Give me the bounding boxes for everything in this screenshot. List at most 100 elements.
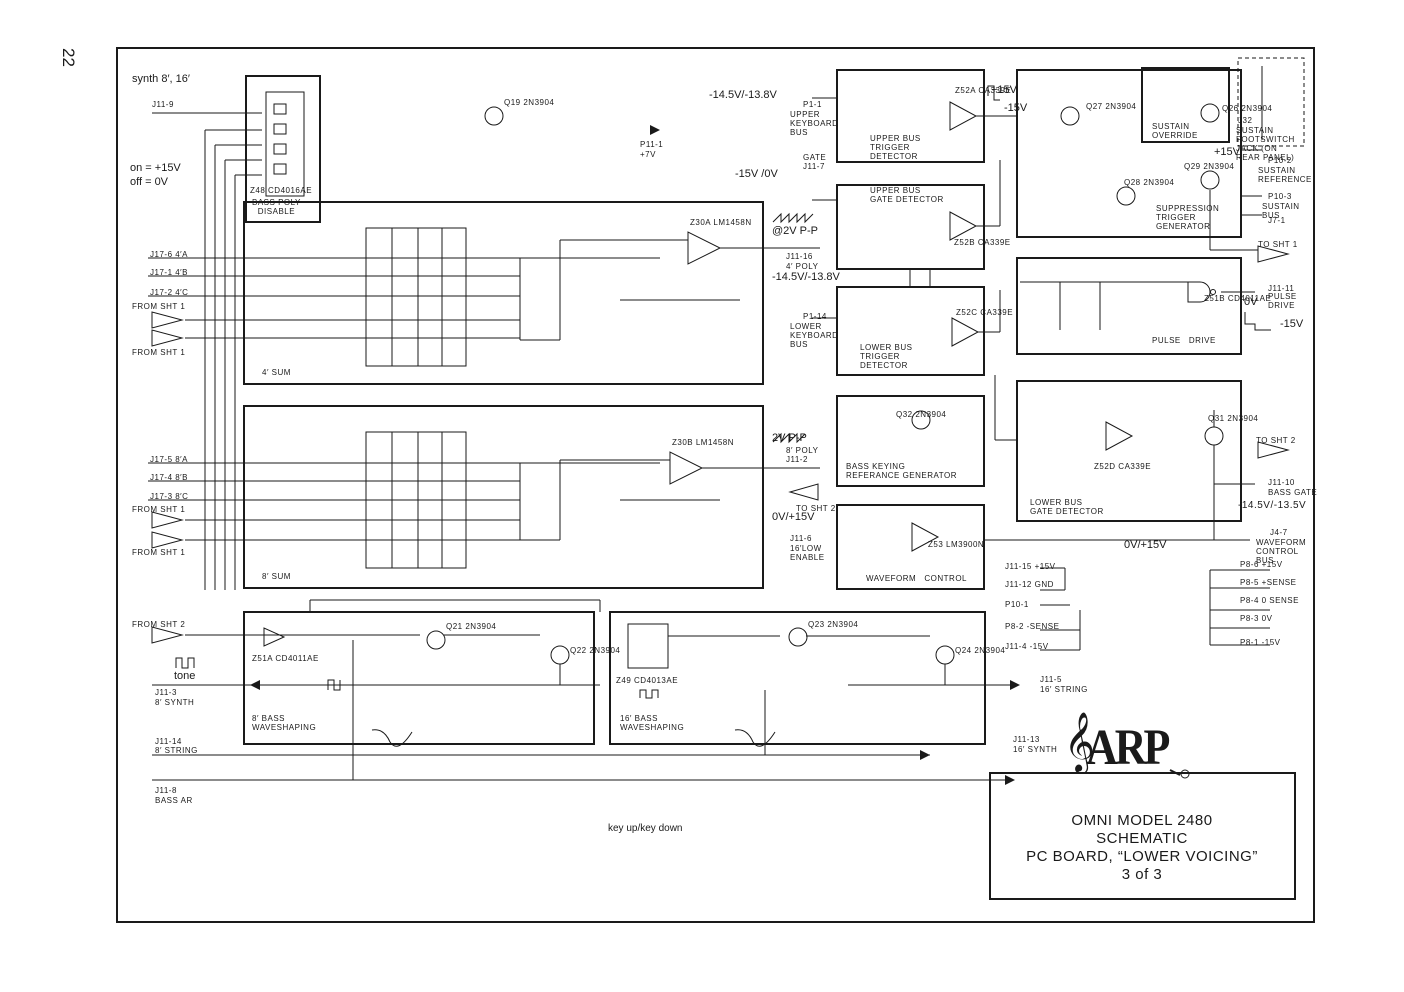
j4-7-label: J4-7 bbox=[1270, 528, 1288, 537]
ub-trigger-title: UPPER BUS TRIGGER DETECTOR bbox=[870, 134, 921, 161]
p11-1-label: P11-1 bbox=[640, 140, 664, 149]
comparators bbox=[909, 101, 1134, 552]
arrows bbox=[250, 125, 1020, 785]
volt-0-15-a: 0V/+15V bbox=[772, 511, 815, 523]
volt-2vpp-a: @2V P-P bbox=[772, 225, 819, 237]
j11-12-label: J11-12 GND bbox=[1005, 580, 1054, 589]
sum4-box bbox=[243, 201, 764, 385]
to-sht2-a: TO SHT 2 bbox=[1256, 436, 1296, 445]
volt-plus15-a: +15V bbox=[991, 84, 1017, 96]
volt-1455: -14.5V/-13.5V bbox=[1238, 500, 1307, 511]
arp-logo: ARP bbox=[1086, 719, 1170, 776]
p10-1-label: P10-1 bbox=[1005, 600, 1029, 609]
j11-15-label: J11-15 +15V bbox=[1005, 562, 1056, 571]
j17-2-label: J17-2 4′C bbox=[150, 288, 189, 297]
sum4-title: 4′ SUM bbox=[262, 368, 291, 377]
sustain-title: SUSTAIN OVERRIDE bbox=[1152, 122, 1198, 140]
q28-label: Q28 2N3904 bbox=[1124, 178, 1175, 187]
input-buffers bbox=[151, 245, 1290, 644]
bass8-title: 8′ BASS WAVESHAPING bbox=[252, 714, 317, 732]
title-line-4: 3 of 3 bbox=[1121, 866, 1163, 883]
j11-7-sub: GATE bbox=[803, 153, 827, 162]
j11-14-sub: 8′ STRING bbox=[155, 746, 198, 755]
lb-trigger-title: LOWER BUS TRIGGER DETECTOR bbox=[860, 343, 913, 370]
z48-switches bbox=[265, 91, 305, 197]
q26-label: Q26 2N3904 bbox=[1222, 104, 1273, 113]
from-sht2: FROM SHT 2 bbox=[132, 620, 186, 629]
p8-2-label: P8-2 -SENSE bbox=[1005, 622, 1060, 631]
pulse-drive-box bbox=[1016, 257, 1242, 355]
control-wires bbox=[204, 129, 262, 590]
j11-6-label: J11-6 bbox=[790, 534, 812, 543]
volt-minus15-a: -15V bbox=[1004, 102, 1028, 114]
z52a-label: Z52A CA339E bbox=[955, 86, 1012, 95]
j11-16-label: J11-16 bbox=[786, 252, 813, 261]
bass-keying-box bbox=[836, 395, 985, 487]
sum8-box bbox=[243, 405, 764, 589]
waveform-title: WAVEFORM CONTROL bbox=[866, 574, 967, 583]
from-sht1-c: FROM SHT 1 bbox=[132, 505, 186, 514]
z51a-gate bbox=[263, 627, 286, 647]
off-label: off = 0V bbox=[130, 176, 169, 188]
j11-11-label: J11-11 bbox=[1268, 284, 1295, 293]
j11-8-sub: BASS AR bbox=[155, 796, 193, 805]
volt-2vpp-b: 2V P-P bbox=[772, 432, 807, 444]
lb-gate-title: LOWER BUS GATE DETECTOR bbox=[1030, 498, 1104, 516]
p8-6-label: P8-6 +15V bbox=[1240, 560, 1283, 569]
q19-label: Q19 2N3904 bbox=[504, 98, 555, 107]
sustain-box bbox=[1141, 67, 1230, 143]
from-sht1-b: FROM SHT 1 bbox=[132, 348, 186, 357]
z30b-label: Z30B LM1458N bbox=[672, 438, 735, 447]
title-block bbox=[989, 772, 1296, 900]
j11-11-sub: PULSE DRIVE bbox=[1268, 292, 1297, 310]
q22-label: Q22 2N3904 bbox=[570, 646, 621, 655]
waveform-box bbox=[836, 504, 985, 590]
p11-1-sub: +7V bbox=[640, 150, 656, 159]
p10-3-label: P10-3 bbox=[1268, 192, 1292, 201]
j32-label: J32 bbox=[1238, 116, 1253, 125]
j11-9-label: J11-9 bbox=[152, 100, 174, 109]
treble-clef-icon: 𝄞 bbox=[1064, 712, 1095, 772]
j11-3-label: J11-3 bbox=[155, 688, 177, 697]
waveform-glyphs bbox=[175, 85, 1271, 669]
j17-3-label: J17-3 8′C bbox=[150, 492, 189, 501]
j17-4-label: J17-4 8′B bbox=[150, 473, 189, 482]
from-sht1-a: FROM SHT 1 bbox=[132, 302, 186, 311]
j11-2-label: J11-2 bbox=[786, 455, 808, 464]
p10-3-sub: SUSTAIN BUS bbox=[1262, 202, 1300, 220]
j11-8-label: J11-8 bbox=[155, 786, 177, 795]
p10-2-label: P10-2 bbox=[1268, 156, 1292, 165]
j11-10-sub: BASS GATE bbox=[1268, 488, 1318, 497]
j7-1-label: J7-1 bbox=[1268, 216, 1286, 225]
j32-sub: SUSTAIN FOOTSWITCH JACK (ON REAR PANEL) bbox=[1236, 126, 1295, 162]
z30a-label: Z30A LM1458N bbox=[690, 218, 752, 227]
z52d-label: Z52D CA339E bbox=[1094, 462, 1152, 471]
bass-wires bbox=[300, 599, 1010, 780]
from-sht1-d: FROM SHT 1 bbox=[132, 548, 186, 557]
p8-1-label: P8-1 -15V bbox=[1240, 638, 1281, 647]
z52b-label: Z52B CA339E bbox=[954, 238, 1011, 247]
z53-label: Z53 LM3900N bbox=[928, 540, 985, 549]
j11-13-sub: 16′ SYNTH bbox=[1013, 745, 1058, 754]
j17-1-label: J17-1 4′B bbox=[150, 268, 189, 277]
bass8-box bbox=[243, 611, 595, 745]
volt-0v: 0V bbox=[1244, 296, 1258, 308]
nand-gate bbox=[1187, 281, 1216, 303]
p1-1-sub: UPPER KEYBOARD BUS bbox=[790, 110, 839, 137]
volt-15-0: -15V /0V bbox=[735, 168, 778, 180]
to-sht2-b: TO SHT 2 bbox=[796, 504, 836, 513]
tone-label: tone bbox=[174, 670, 196, 682]
q30-label: Q32 2N3904 bbox=[896, 410, 947, 419]
j11-6-sub: 16′LOW ENABLE bbox=[790, 544, 825, 562]
pulse-drive-title: PULSE DRIVE bbox=[1152, 336, 1216, 345]
volt-mid: -14.5V/-13.8V bbox=[772, 271, 840, 283]
ub-gate-title: UPPER BUS GATE DETECTOR bbox=[870, 186, 944, 204]
p10-2-sub: SUSTAIN REFERENCE bbox=[1258, 166, 1312, 184]
sheet-border bbox=[116, 47, 1315, 923]
summing-opamps bbox=[519, 231, 820, 541]
j17-6-label: J17-6 4′A bbox=[150, 250, 189, 259]
j11-16-sub: 4′ POLY bbox=[786, 262, 819, 271]
p8-5-label: P8-5 +SENSE bbox=[1240, 578, 1297, 587]
q21-label: Q21 2N3904 bbox=[446, 622, 497, 631]
